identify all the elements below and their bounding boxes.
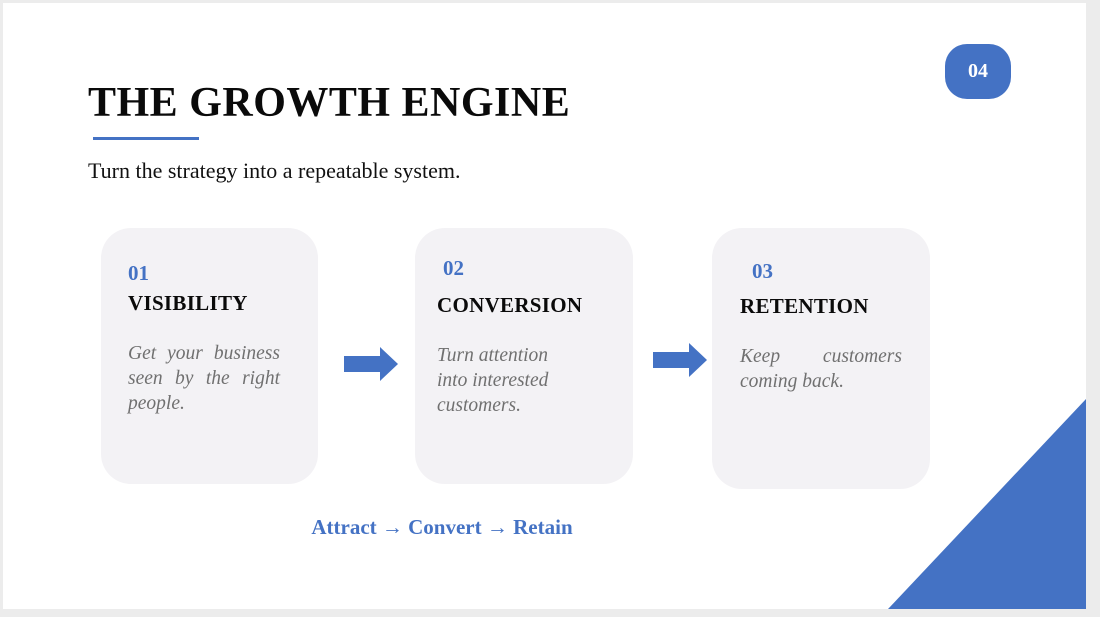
right-arrow-icon xyxy=(653,343,707,377)
step-card-retention: 03 RETENTION Keep customers coming back. xyxy=(712,228,930,489)
slide-subtitle: Turn the strategy into a repeatable syst… xyxy=(88,158,461,183)
slide: THE GROWTH ENGINE Turn the strategy into… xyxy=(3,3,1086,609)
page-number-badge: 04 xyxy=(945,44,1011,99)
step-title: RETENTION xyxy=(740,294,869,318)
step-title: VISIBILITY xyxy=(128,291,248,315)
decorative-triangle xyxy=(888,399,1086,609)
flow-summary: Attract → Convert → Retain xyxy=(311,515,573,539)
step-title: CONVERSION xyxy=(437,293,583,317)
step-number: 02 xyxy=(443,256,464,280)
right-arrow-icon xyxy=(344,347,398,381)
step-card-conversion: 02 CONVERSION Turn attention into intere… xyxy=(415,228,633,484)
slide-title: THE GROWTH ENGINE xyxy=(88,80,571,126)
page-number: 04 xyxy=(968,60,988,82)
step-description: Keep customers coming back. xyxy=(740,346,902,392)
step-description: Turn attention into interested customers… xyxy=(437,345,549,416)
step-card-visibility: 01 VISIBILITY Get your business seen by … xyxy=(101,228,318,484)
title-underline xyxy=(93,137,199,140)
step-description: Get your business seen by the right peop… xyxy=(128,343,280,414)
step-number: 03 xyxy=(752,259,773,283)
step-number: 01 xyxy=(128,261,149,285)
